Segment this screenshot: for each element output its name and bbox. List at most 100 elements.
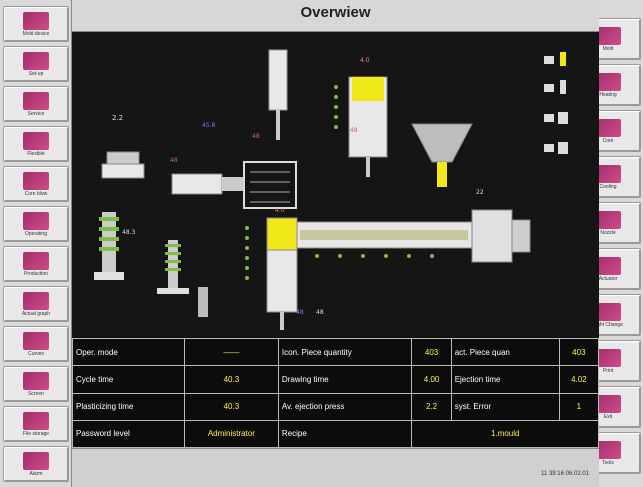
left-spring-column: [94, 212, 124, 280]
nav-label: Mold: [602, 45, 614, 52]
vertical-ram: [268, 49, 288, 111]
piston-rod-top: [366, 157, 370, 177]
mold-plates: [250, 171, 290, 203]
clamp-top: [106, 151, 140, 165]
table-row: Oper. mode —— Icon. Piece quantity 403 a…: [72, 337, 600, 367]
tools-icon: [595, 440, 621, 459]
param-label: Oper. mode: [72, 337, 185, 367]
nav-label: Set-up: [28, 70, 44, 77]
nav-label: Mold device: [22, 30, 50, 37]
nav-button-curves[interactable]: Curves: [3, 326, 69, 362]
right-status-icons: [544, 52, 568, 154]
nozzle-yellow[interactable]: [266, 217, 298, 251]
yellow-piston-top[interactable]: [352, 77, 384, 101]
ejector-rod: [222, 177, 244, 191]
heating-icon: [595, 72, 621, 91]
table-row: Password level Administrator Recipe 1.mo…: [72, 419, 599, 449]
screen-icon: [23, 371, 49, 390]
param-value[interactable]: 1.mould: [411, 419, 599, 449]
core-blow-icon: [23, 171, 49, 190]
mold-frame: [243, 161, 297, 209]
param-value[interactable]: 2.2: [411, 392, 452, 421]
label-ram: 45.8: [202, 122, 216, 129]
label-ejector: 48: [170, 157, 178, 164]
param-value[interactable]: 4.00: [411, 365, 452, 394]
nav-button-core-blow[interactable]: Core blow: [3, 166, 69, 202]
status-bar: 11 39:16 06.02.01: [72, 448, 599, 487]
nav-label: File storage: [22, 430, 50, 437]
file-storage-icon: [23, 411, 49, 430]
nav-button-flexible[interactable]: Flexible: [3, 126, 69, 162]
nav-button-operating[interactable]: Operating: [3, 206, 69, 242]
param-value[interactable]: Administrator: [183, 419, 279, 449]
carriage-cylinder: [266, 249, 298, 313]
param-value[interactable]: 40.3: [183, 365, 279, 394]
alarm-icon: [23, 451, 49, 470]
light-change-icon: [595, 302, 621, 321]
barrel-indicator-dots: [315, 254, 434, 258]
nav-button-mold-device[interactable]: Mold device: [3, 6, 69, 42]
nav-label: Core: [602, 137, 614, 144]
curves-icon: [23, 331, 49, 350]
indicator-dots-lower: [245, 226, 249, 280]
ram-rod: [276, 110, 280, 140]
param-value[interactable]: 4.02: [558, 365, 600, 394]
setup-icon: [23, 51, 49, 70]
nozzle-icon: [595, 210, 621, 229]
param-label: Drawing time: [277, 365, 413, 394]
nav-button-service[interactable]: Service: [3, 86, 69, 122]
nav-label: Operating: [25, 230, 47, 237]
param-label: Icon. Piece quantity: [277, 337, 413, 367]
table-row: Plasticizing time 40.3 Av. ejection pres…: [72, 392, 600, 421]
param-label: Ejection time: [450, 365, 560, 394]
indicator-dots-top: [334, 85, 338, 129]
title-bar: Overwiew: [72, 0, 599, 32]
operating-icon: [23, 211, 49, 230]
param-value[interactable]: 40.3: [183, 392, 279, 421]
nav-label: Alarm: [29, 470, 43, 477]
param-value[interactable]: 1: [558, 392, 600, 421]
nav-label: Light Change: [593, 321, 623, 328]
actuator-icon: [595, 256, 621, 275]
nav-label: Print: [602, 367, 614, 374]
param-label: Password level: [72, 419, 185, 449]
param-value[interactable]: ——: [183, 337, 279, 367]
carriage-rod: [280, 312, 284, 330]
nav-button-set-up[interactable]: Set-up: [3, 46, 69, 82]
param-label: syst. Error: [450, 392, 560, 421]
nav-label: Service: [27, 110, 45, 117]
param-label: Av. ejection press: [277, 392, 413, 421]
nav-button-actual-graph[interactable]: Actual graph: [3, 286, 69, 322]
label-drive: 22: [476, 189, 484, 196]
cooling-icon: [595, 164, 621, 183]
exit-icon: [595, 394, 621, 413]
actual-graph-icon: [23, 291, 49, 310]
print-icon: [595, 348, 621, 367]
mold-device-icon: [23, 11, 49, 30]
param-label: act. Piece quan: [450, 337, 560, 367]
nav-label: Flexible: [27, 150, 45, 157]
nav-label: Nozzle: [600, 229, 616, 236]
machine-overview-canvas: 2.2 48 45.8 4.0 48 4.0 48 48.3 22 48 48: [72, 32, 599, 338]
param-value[interactable]: 403: [411, 337, 452, 367]
nav-label: Core blow: [24, 190, 48, 197]
table-row: Cycle time 40.3 Drawing time 4.00 Ejecti…: [72, 365, 600, 394]
nav-label: Curves: [28, 350, 44, 357]
label-clamp: 2.2: [112, 114, 123, 122]
status-time: 11 39:16 06.02.01: [541, 471, 589, 477]
param-value[interactable]: 403: [558, 337, 600, 367]
nav-button-file-storage[interactable]: File storage: [3, 406, 69, 442]
nav-label: Actuator: [598, 275, 618, 282]
nav-button-alarm[interactable]: Alarm: [3, 446, 69, 482]
nav-label: Screen: [28, 390, 44, 397]
screw: [300, 230, 468, 240]
parameter-table: Oper. mode —— Icon. Piece quantity 403 a…: [72, 337, 600, 449]
param-label: Plasticizing time: [72, 392, 185, 421]
ejector-cylinder: [171, 173, 223, 195]
nav-label: Heating: [599, 91, 617, 98]
nav-button-production[interactable]: Production: [3, 246, 69, 282]
nav-button-screen[interactable]: Screen: [3, 366, 69, 402]
label-inj-side: 48: [350, 127, 358, 134]
nav-label: Production: [24, 270, 48, 277]
